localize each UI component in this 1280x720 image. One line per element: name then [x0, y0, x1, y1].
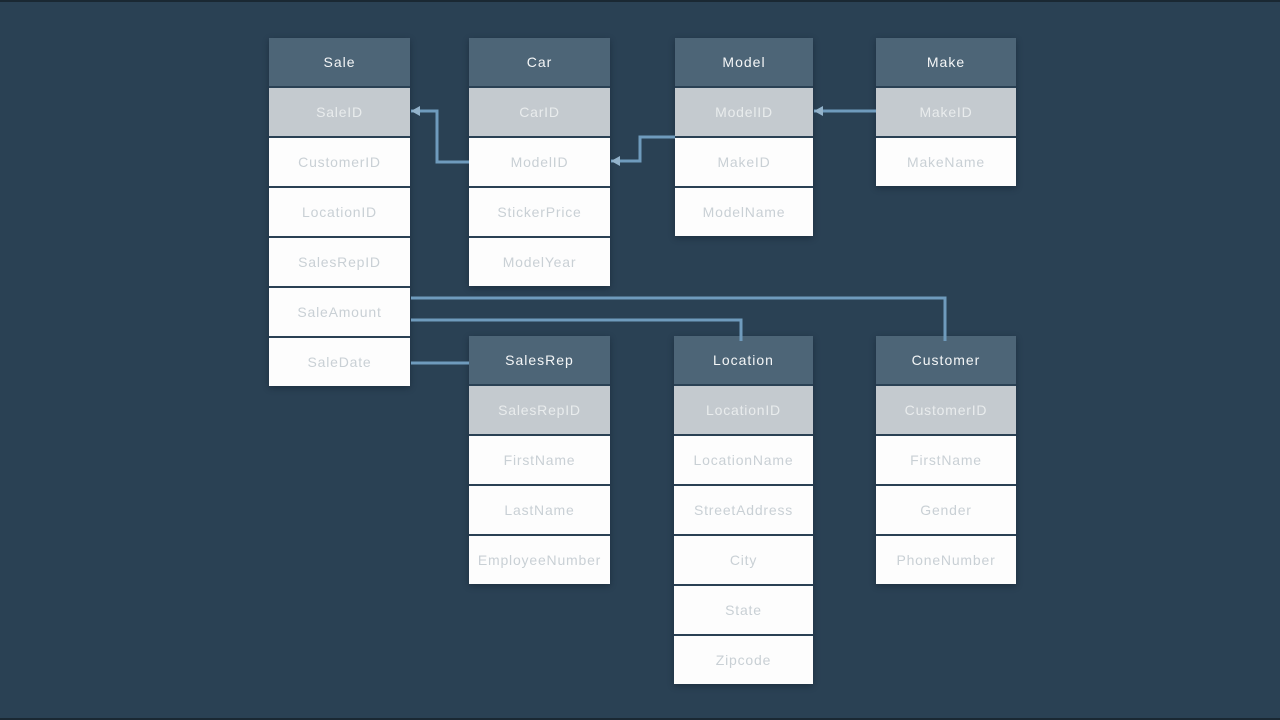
field-sale-salesrepid: SalesRepID — [269, 238, 410, 286]
table-title-make: Make — [876, 38, 1016, 86]
field-location-zipcode: Zipcode — [674, 636, 813, 684]
field-car-stickerprice: StickerPrice — [469, 188, 610, 236]
field-model-modelname: ModelName — [675, 188, 813, 236]
field-car-modelyear: ModelYear — [469, 238, 610, 286]
connector-car-modelid-to-model — [611, 135, 675, 163]
field-sale-saleamount: SaleAmount — [269, 288, 410, 336]
field-car-carid: CarID — [469, 88, 610, 136]
table-title-sale: Sale — [269, 38, 410, 86]
field-salesrep-employeenumber: EmployeeNumber — [469, 536, 610, 584]
field-customer-gender: Gender — [876, 486, 1016, 534]
connector-arrowhead-car-modelid-to-model — [611, 156, 620, 166]
field-car-modelid: ModelID — [469, 138, 610, 186]
field-customer-phonenumber: PhoneNumber — [876, 536, 1016, 584]
field-sale-customerid: CustomerID — [269, 138, 410, 186]
field-make-makeid: MakeID — [876, 88, 1016, 136]
table-title-salesrep: SalesRep — [469, 336, 610, 384]
field-customer-firstname: FirstName — [876, 436, 1016, 484]
table-title-car: Car — [469, 38, 610, 86]
field-model-makeid: MakeID — [675, 138, 813, 186]
field-sale-locationid: LocationID — [269, 188, 410, 236]
field-location-streetaddress: StreetAddress — [674, 486, 813, 534]
field-customer-customerid: CustomerID — [876, 386, 1016, 434]
field-salesrep-salesrepid: SalesRepID — [469, 386, 610, 434]
table-title-customer: Customer — [876, 336, 1016, 384]
field-sale-saledate: SaleDate — [269, 338, 410, 386]
table-title-model: Model — [675, 38, 813, 86]
field-location-locationname: LocationName — [674, 436, 813, 484]
field-sale-saleid: SaleID — [269, 88, 410, 136]
field-location-locationid: LocationID — [674, 386, 813, 434]
connector-arrowhead-model-modelid-to-make-makeid — [814, 106, 823, 116]
connector-arrowhead-sale-saleid-to-car-modelid — [411, 106, 420, 116]
field-location-state: State — [674, 586, 813, 634]
field-make-makename: MakeName — [876, 138, 1016, 186]
field-model-modelid: ModelID — [675, 88, 813, 136]
connector-sale-to-customer — [411, 296, 947, 341]
letterbox-top — [0, 0, 1280, 2]
table-title-location: Location — [674, 336, 813, 384]
field-salesrep-lastname: LastName — [469, 486, 610, 534]
field-location-city: City — [674, 536, 813, 584]
connector-sale-saleid-to-car-modelid — [411, 109, 469, 164]
letterbox-bottom — [0, 718, 1280, 720]
field-salesrep-firstname: FirstName — [469, 436, 610, 484]
